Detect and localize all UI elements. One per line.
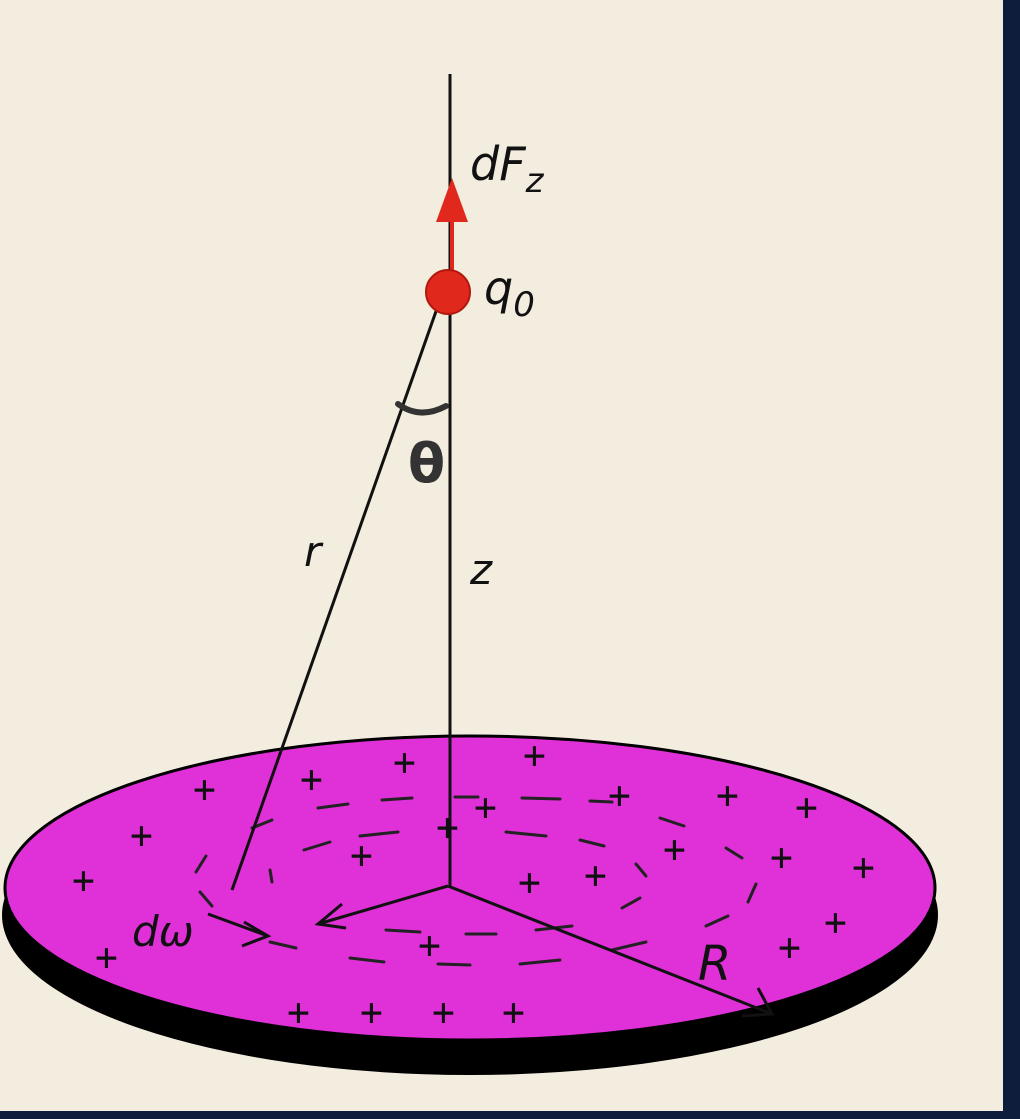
point-charge-icon — [425, 269, 471, 315]
charged-disk-icon — [3, 734, 937, 1042]
surface-charges: + + + + + + + + + + + + + + + + + + + + … — [72, 733, 875, 1034]
plus-sign: + — [502, 990, 525, 1034]
plus-sign: + — [393, 740, 416, 784]
inner-radius-arrowhead — [314, 902, 347, 930]
charge-label: q0 — [484, 261, 535, 325]
plus-sign: + — [778, 925, 801, 969]
force-label: dFz — [470, 137, 545, 201]
plus-sign: + — [130, 813, 153, 857]
plus-sign: + — [518, 860, 541, 904]
radius-arrowhead — [741, 987, 775, 1018]
angle-arc-icon — [395, 401, 449, 416]
plus-sign: + — [795, 785, 818, 829]
plus-sign: + — [663, 827, 686, 871]
plus-sign: + — [432, 990, 455, 1034]
z-label: z — [469, 545, 493, 594]
inner-radius-line — [317, 884, 449, 926]
plus-sign: + — [523, 733, 546, 777]
charged-disk-diagram: + + + + + + + + + + + + + + + + + + + + … — [2, 74, 938, 1075]
plus-sign: + — [584, 853, 607, 897]
plus-sign: + — [608, 773, 631, 817]
plus-sign: + — [95, 935, 118, 979]
ring-dashes — [194, 795, 758, 967]
plus-sign: + — [300, 757, 323, 801]
plus-sign: + — [193, 767, 216, 811]
plus-sign: + — [72, 858, 95, 902]
diagram-canvas: + + + + + + + + + + + + + + + + + + + + … — [0, 0, 1003, 1111]
plus-sign: + — [824, 900, 847, 944]
r-line — [230, 299, 442, 891]
plus-sign: + — [474, 785, 497, 829]
plus-sign: + — [852, 845, 875, 889]
area-element-pointer — [207, 912, 269, 938]
area-element-label: dω — [132, 907, 194, 956]
area-pointer-arrowhead — [241, 920, 272, 948]
plus-sign: + — [287, 990, 310, 1034]
plus-sign: + — [418, 923, 441, 967]
angle-label: θ — [408, 432, 445, 495]
radius-label: R — [698, 936, 731, 992]
plus-sign: + — [770, 835, 793, 879]
plus-sign: + — [350, 833, 373, 877]
force-arrow-icon — [436, 178, 468, 222]
plus-sign: + — [716, 773, 739, 817]
radius-line — [447, 884, 773, 1016]
plus-sign: + — [360, 990, 383, 1034]
r-label: r — [304, 527, 324, 576]
plus-sign: + — [436, 805, 459, 849]
